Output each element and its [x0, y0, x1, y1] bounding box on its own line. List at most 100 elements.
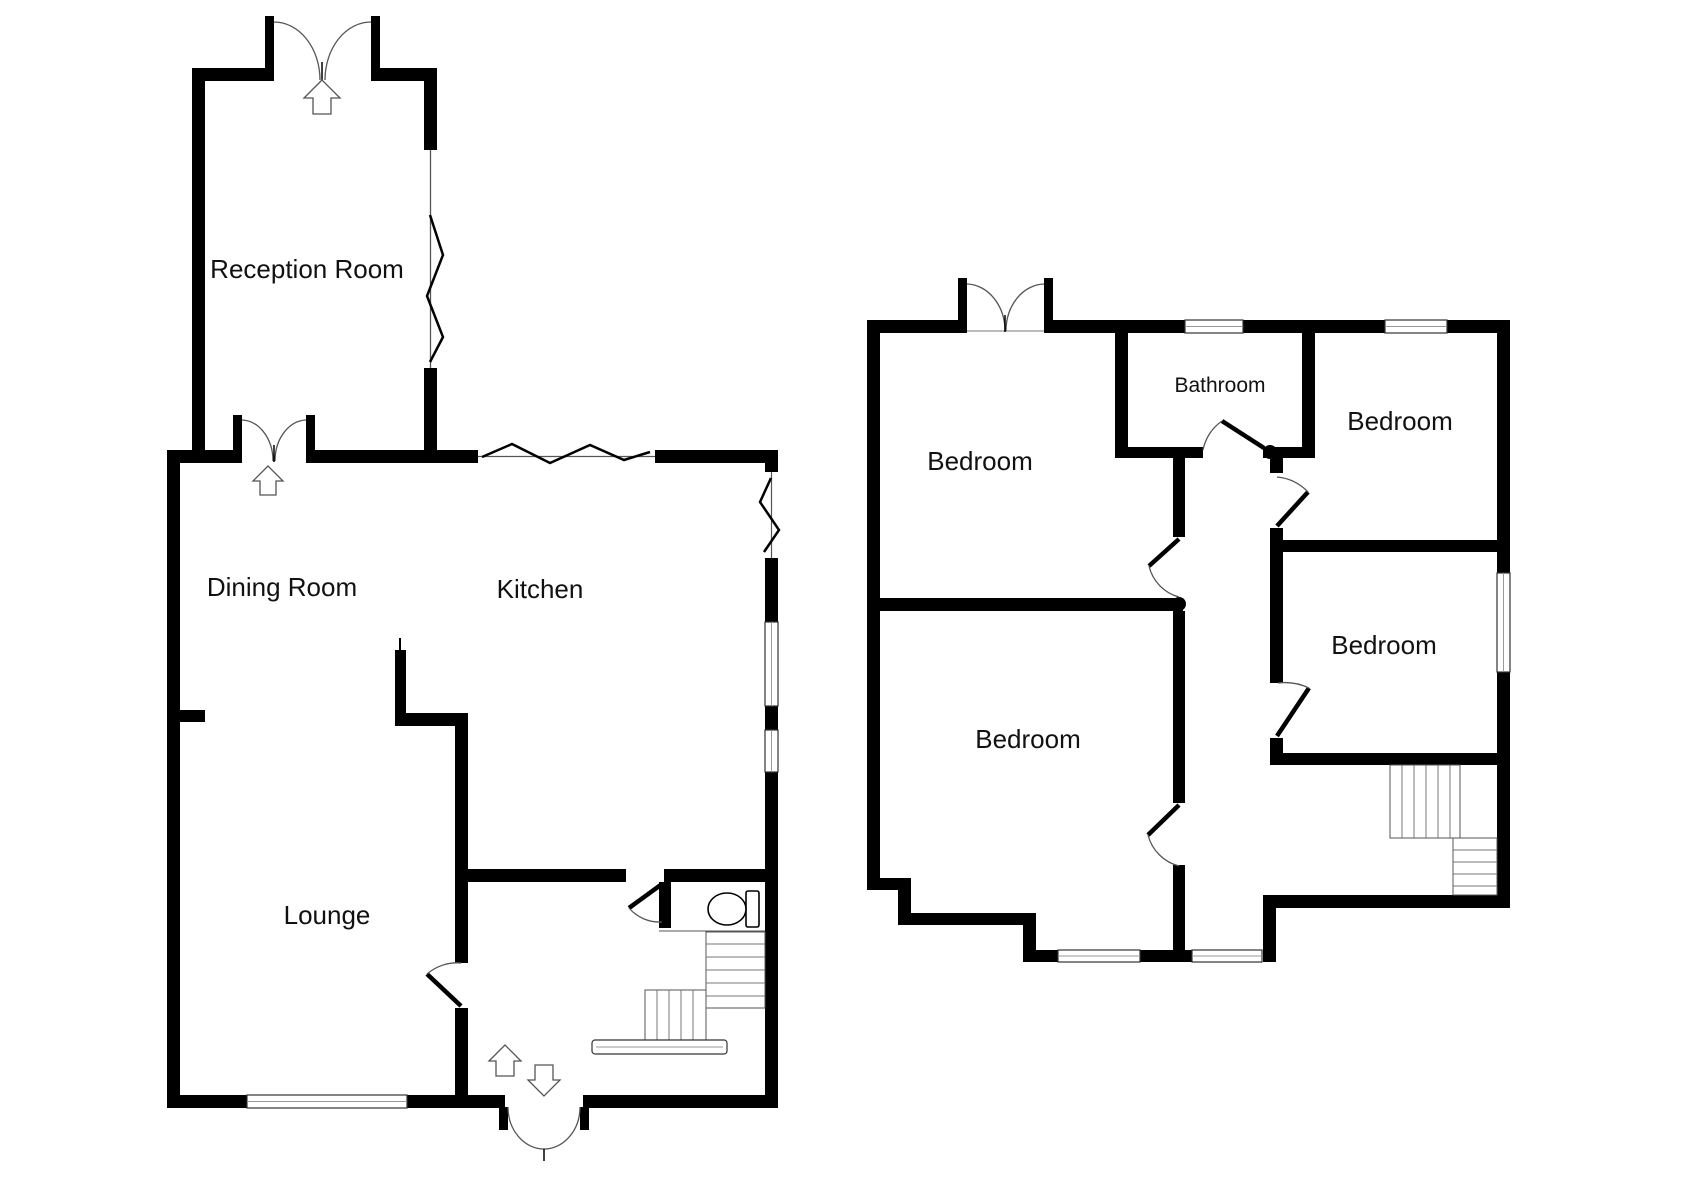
french-doors-bedroom [958, 278, 1053, 333]
reception-window [425, 150, 445, 368]
wall-segment [1270, 753, 1510, 765]
wall-segment [1270, 528, 1283, 683]
bedroom-mid-right-door [1275, 681, 1311, 738]
wall-segment [1173, 865, 1185, 950]
door-hinge-post [1263, 445, 1277, 459]
wall-segment [1302, 333, 1315, 458]
kitchen-window-upper [764, 621, 779, 707]
door-arc-icon [1005, 283, 1045, 332]
french-doors-dining [233, 415, 315, 496]
door-jamb [1044, 278, 1053, 333]
wall-segment [655, 450, 778, 463]
wall-segment [407, 1095, 505, 1108]
wall-segment [192, 68, 270, 81]
first-floor-labels: Bedroom Bathroom Bedroom Bedroom Bedroom [927, 374, 1453, 754]
wall-stub [659, 882, 671, 928]
door-arc-icon [1276, 476, 1309, 493]
wall-segment [167, 450, 240, 463]
door-jamb [958, 278, 967, 333]
door-leaf [425, 972, 463, 1008]
door-arc-icon [543, 1106, 581, 1150]
wall-segment [664, 869, 765, 882]
door-leaf [1275, 686, 1311, 738]
door-leaf [1146, 803, 1181, 837]
ground-floor-plan: Reception Room Dining Room Kitchen Loung… [167, 16, 781, 1161]
wall-segment [1270, 455, 1283, 473]
door-leaf [1147, 537, 1181, 568]
first-floor-walls [867, 320, 1510, 962]
door-arc-icon [426, 962, 462, 975]
door-jamb [306, 415, 315, 463]
wall-segment [1270, 895, 1510, 908]
wall-segment [1173, 611, 1185, 803]
door-arc-icon [324, 21, 372, 81]
zigzag-break-icon [758, 477, 781, 553]
wall-segment [1263, 447, 1315, 458]
wc-door [627, 882, 664, 923]
french-doors-reception [265, 16, 380, 115]
wall-segment [867, 320, 963, 333]
door-arc-icon [274, 419, 307, 462]
bedroom-top-left-door [1147, 537, 1181, 598]
wall-segment [1263, 895, 1276, 962]
wall-segment [1283, 540, 1497, 552]
toilet-cistern [745, 890, 760, 928]
toilet-bowl [707, 892, 747, 926]
wall-segment [1497, 320, 1510, 573]
kitchen-wall-break [758, 472, 781, 558]
door-arc-icon [1277, 681, 1310, 689]
wall-segment [867, 878, 911, 890]
room-label-bedroom-top-left: Bedroom [927, 446, 1033, 476]
room-label-lounge: Lounge [284, 900, 371, 930]
wall-segment [1048, 320, 1185, 333]
bedroom-bottom-left-door [1146, 803, 1181, 867]
zigzag-break-icon [481, 442, 651, 465]
door-arc-icon [241, 419, 274, 462]
wall-segment [167, 450, 180, 1107]
door-arc-icon [628, 907, 663, 923]
wall-segment [308, 450, 478, 463]
door-jamb [265, 16, 274, 81]
staircase-ground [591, 930, 766, 1055]
ground-floor-labels: Reception Room Dining Room Kitchen Loung… [207, 254, 584, 930]
wall-segment [395, 713, 457, 726]
wall-segment [424, 368, 437, 463]
kitchen-top-opening [478, 442, 655, 465]
wall-segment [468, 869, 626, 882]
room-label-kitchen: Kitchen [497, 574, 584, 604]
door-leaf [1220, 419, 1266, 450]
window-bottom-right [1191, 949, 1263, 963]
wall-segment [1023, 913, 1036, 962]
bedroom-top-right-door [1275, 476, 1310, 528]
door-arc-icon [273, 21, 321, 81]
wall-segment [455, 1008, 468, 1095]
door-jamb [580, 1107, 589, 1130]
arrow-up-icon [302, 79, 342, 115]
bathroom-door [1202, 419, 1266, 451]
room-label-bathroom: Bathroom [1174, 374, 1265, 397]
wall-segment [765, 558, 778, 622]
room-label-bedroom-bottom-left: Bedroom [975, 724, 1081, 754]
wall-segment [765, 706, 778, 730]
wall-segment [1497, 672, 1510, 908]
door-arc-icon [1148, 565, 1180, 598]
room-label-bedroom-top-right: Bedroom [1347, 406, 1453, 436]
door-arc-icon [966, 283, 1006, 332]
window-bottom-left [1057, 949, 1141, 963]
wall-segment [765, 450, 778, 472]
first-floor-plan: Bedroom Bathroom Bedroom Bedroom Bedroom [867, 278, 1511, 963]
door-jamb [371, 16, 380, 81]
wall-segment [1173, 447, 1185, 537]
wall-segment [1140, 950, 1192, 962]
wall-segment [898, 913, 1036, 925]
lounge-hall-door [425, 962, 463, 1008]
door-jamb [233, 415, 242, 463]
toilet-icon [707, 890, 760, 928]
room-label-bedroom-mid-right: Bedroom [1331, 630, 1437, 660]
partial-wall [395, 650, 406, 715]
wall-segment [192, 68, 205, 450]
window-top-bedroom [1384, 319, 1448, 334]
wall-segment [1115, 447, 1203, 458]
lounge-window [246, 1094, 408, 1109]
